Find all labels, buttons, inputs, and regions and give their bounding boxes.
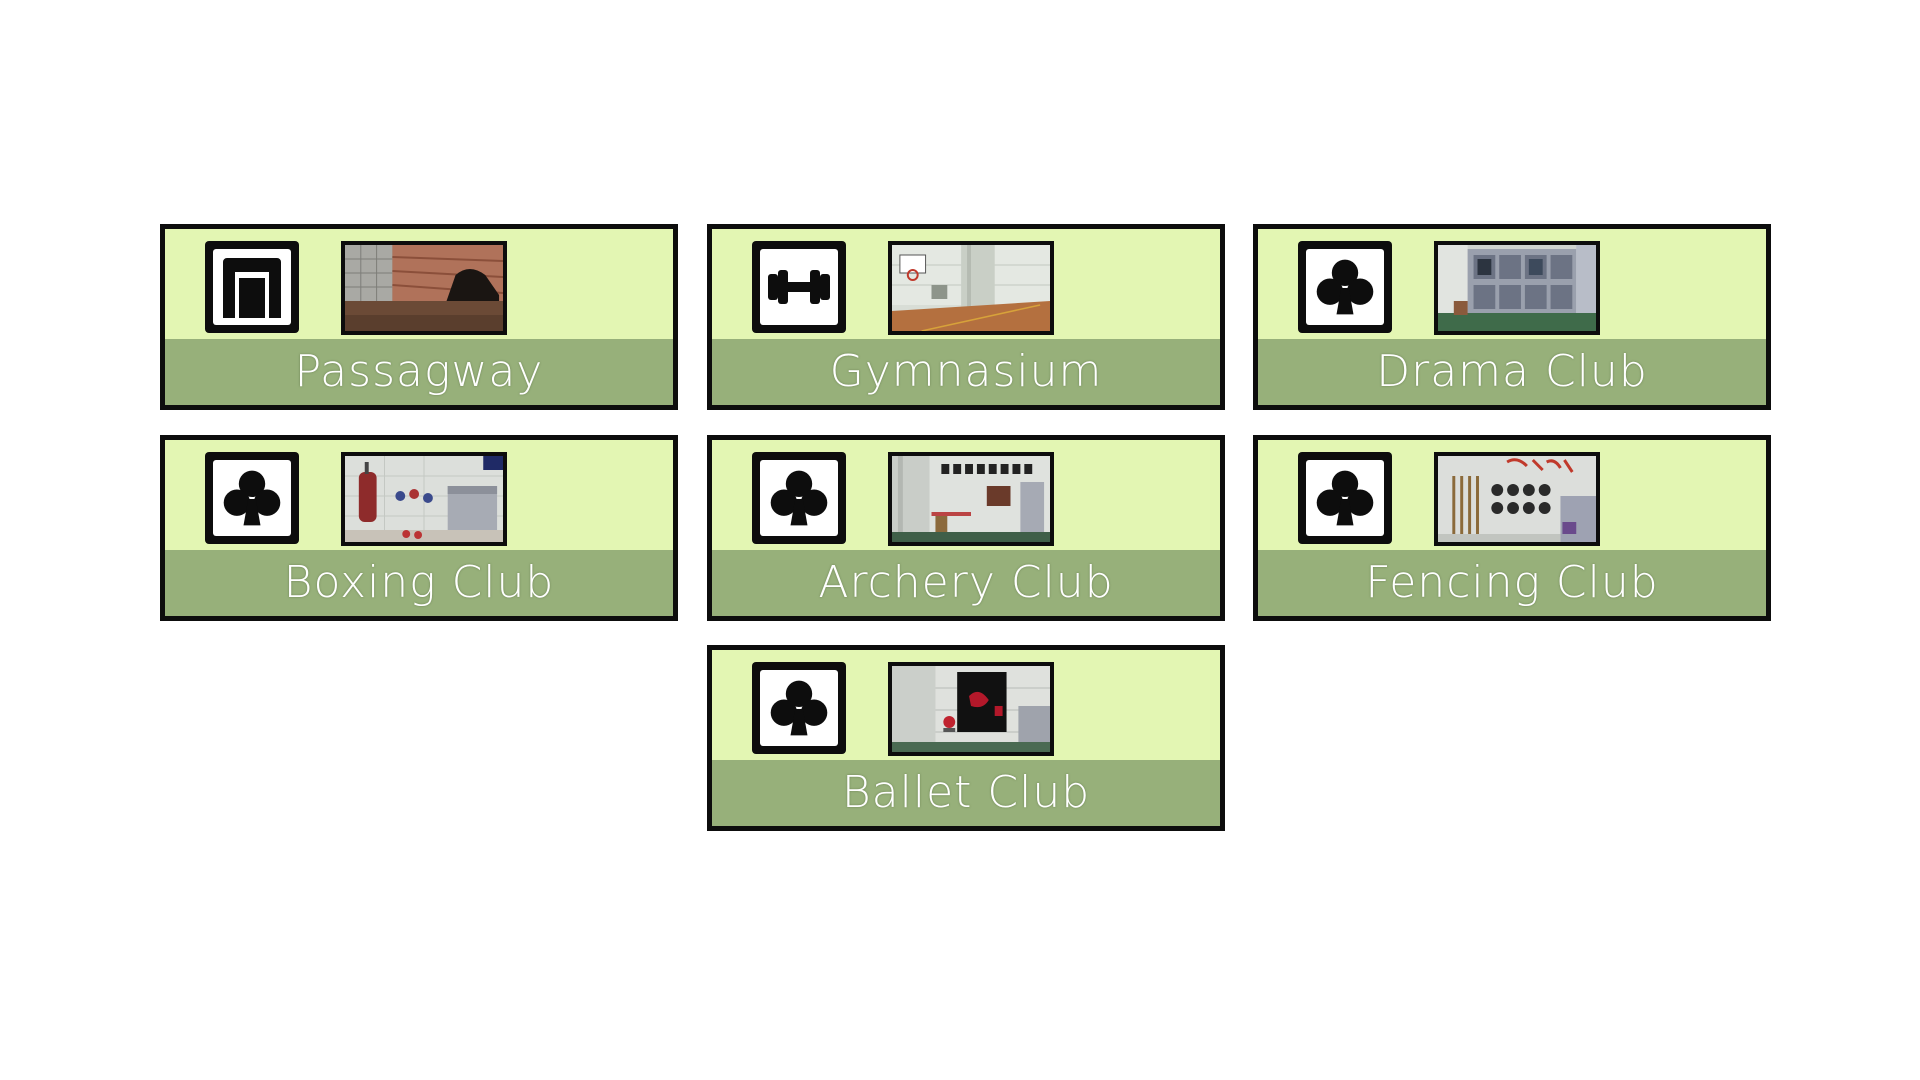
club-suit-icon xyxy=(1316,259,1374,315)
location-label: Fencing Club xyxy=(1365,557,1659,608)
club-suit-icon xyxy=(770,680,828,736)
location-label: Gymnasium xyxy=(829,346,1103,397)
location-thumbnail xyxy=(888,452,1054,546)
location-type-badge xyxy=(1298,241,1392,333)
location-thumbnail xyxy=(888,241,1054,335)
location-type-badge xyxy=(752,241,846,333)
boxing-club-scene xyxy=(345,456,503,542)
location-label: Archery Club xyxy=(818,557,1114,608)
location-type-badge xyxy=(205,241,299,333)
ballet-club-scene xyxy=(892,666,1050,752)
location-label: Passagway xyxy=(294,346,544,397)
location-thumbnail xyxy=(888,662,1054,756)
location-label: Boxing Club xyxy=(283,557,555,608)
location-type-badge xyxy=(752,452,846,544)
passageway-scene xyxy=(345,245,503,331)
fencing-club-scene xyxy=(1438,456,1596,542)
location-card-boxing-club[interactable]: Boxing Club xyxy=(160,435,678,621)
location-type-badge xyxy=(205,452,299,544)
location-thumbnail xyxy=(341,241,507,335)
club-suit-icon xyxy=(770,470,828,526)
doorway-icon xyxy=(223,258,281,318)
location-card-drama-club[interactable]: Drama Club xyxy=(1253,224,1771,410)
location-type-badge xyxy=(752,662,846,754)
location-card-archery-club[interactable]: Archery Club xyxy=(707,435,1225,621)
location-label: Drama Club xyxy=(1376,346,1648,397)
location-label: Ballet Club xyxy=(841,767,1091,818)
gymnasium-scene xyxy=(892,245,1050,331)
club-suit-icon xyxy=(223,470,281,526)
location-thumbnail xyxy=(1434,452,1600,546)
location-type-badge xyxy=(1298,452,1392,544)
location-card-gymnasium[interactable]: Gymnasium xyxy=(707,224,1225,410)
club-suit-icon xyxy=(1316,470,1374,526)
location-thumbnail xyxy=(341,452,507,546)
location-card-fencing-club[interactable]: Fencing Club xyxy=(1253,435,1771,621)
location-card-ballet-club[interactable]: Ballet Club xyxy=(707,645,1225,831)
location-thumbnail xyxy=(1434,241,1600,335)
archery-club-scene xyxy=(892,456,1050,542)
dumbbell-icon xyxy=(768,270,830,304)
location-card-passagway[interactable]: Passagway xyxy=(160,224,678,410)
drama-club-scene xyxy=(1438,245,1596,331)
